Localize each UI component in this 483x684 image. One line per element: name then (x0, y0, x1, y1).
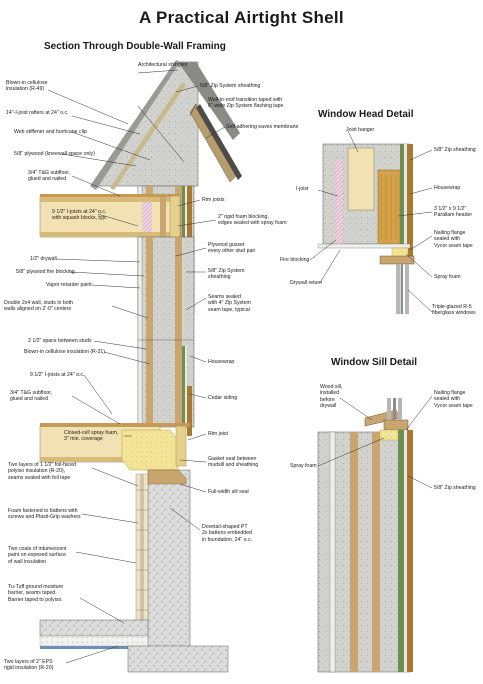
label-i-joist-rafters: 14"-I-joist rafters at 24" o.c. (6, 110, 69, 116)
label-first-floor-subfloor: 3/4" T&G subfloor,glued and nailed (10, 390, 53, 403)
label-vapor-retarder: Vapor retarder paint (46, 282, 92, 288)
label-web-stiffener: Web stiffener and hurricane clip (14, 129, 87, 135)
label-head-i-joist: I-joist (296, 186, 309, 192)
label-drywall: 1/2" drywall (30, 256, 57, 262)
label-head-fire-blocking: Fire blocking (280, 257, 310, 263)
label-rigid-foam-blocking: 2" rigid foam blocking,edges sealed with… (218, 214, 287, 227)
label-rim-joist: Rim joist (208, 431, 228, 437)
label-roof-zip-sheathing: 5/8" Zip System sheathing (200, 83, 261, 89)
label-floor-i-joists: 9 1/2" I-joists at 24" o.c. (30, 372, 85, 378)
label-sill-seal: Full-width sill seal (208, 489, 249, 495)
label-joist-hanger: Joist hanger (346, 127, 375, 133)
label-upper-subfloor: 3/4" T&G subfloor,glued and nailed (28, 170, 71, 183)
diagram-title: A Practical Airtight Shell (139, 8, 344, 27)
label-kneewall-plywood: 5/8" plywood (kneewall space only) (14, 151, 95, 157)
label-closed-cell-foam: Closed-cell spray foam,3" min. coverage (64, 430, 119, 443)
label-sill-zip-sheathing: 5/8" Zip sheathing (434, 485, 476, 491)
label-eaves-membrane: Self-adhering eaves membrane (226, 124, 299, 130)
label-architectural-shingles: Architectural shingles (138, 62, 188, 68)
label-head-spray-foam: Spray foam (434, 274, 461, 280)
section-title-main: Section Through Double-Wall Framing (44, 41, 226, 52)
section-title-head: Window Head Detail (318, 109, 414, 120)
label-cedar-siding: Cedar siding (208, 395, 238, 401)
label-parallam-header: 3 1/2" x 9 1/2"Parallam header (434, 206, 473, 219)
label-sill-spray-foam: Spray foam (290, 463, 317, 469)
label-fire-blocking: 5/8" plywood fire blocking (16, 269, 75, 275)
label-head-housewrap: Housewrap (434, 185, 461, 191)
label-upper-i-joists: 9 1/2" I-joists at 24" o.c.with squash b… (52, 209, 107, 222)
label-drywall-return: Drywall return (290, 280, 322, 286)
label-rim-joists: Rim joists (202, 197, 225, 203)
section-title-sill: Window Sill Detail (331, 357, 418, 368)
label-housewrap: Housewrap (208, 359, 235, 365)
label-wall-cellulose: Blown-in cellulose insulation (R-31) (24, 349, 106, 355)
label-space-between-studs: 2 1/2" space between studs (28, 338, 92, 344)
label-head-zip-sheathing: 5/8" Zip sheathing (434, 147, 476, 153)
